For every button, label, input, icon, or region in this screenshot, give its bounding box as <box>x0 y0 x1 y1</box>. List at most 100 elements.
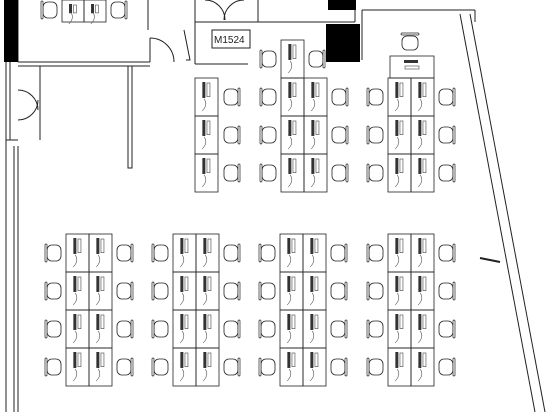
chair-back <box>151 281 155 301</box>
monitor <box>202 158 206 174</box>
desk <box>279 347 304 387</box>
desk <box>410 271 435 311</box>
chair <box>223 164 239 182</box>
keyboard <box>314 352 319 367</box>
chair-back <box>452 357 456 377</box>
desk <box>61 0 85 23</box>
chair <box>368 358 384 376</box>
chair-back <box>452 87 456 107</box>
chair-back <box>40 0 44 20</box>
cable <box>417 292 423 306</box>
desk <box>194 153 219 193</box>
keyboard <box>422 120 427 135</box>
cable <box>394 174 400 188</box>
chair-back <box>345 125 349 145</box>
chair <box>368 164 384 182</box>
wall-block <box>4 0 18 62</box>
desk <box>302 347 327 387</box>
monitor <box>287 352 291 368</box>
desk <box>389 55 435 79</box>
chair <box>153 282 169 300</box>
chair <box>438 282 454 300</box>
cable <box>394 254 400 268</box>
desk <box>195 347 220 387</box>
monitor <box>395 120 399 136</box>
keyboard <box>73 4 77 14</box>
door-swing <box>149 37 175 63</box>
desk <box>65 347 90 387</box>
chair <box>308 50 324 68</box>
cable <box>202 330 208 344</box>
monitor <box>418 82 422 98</box>
chair-back <box>44 243 48 263</box>
desk <box>303 153 328 193</box>
chair <box>153 244 169 262</box>
chair-back <box>366 319 370 339</box>
door-swing <box>17 99 39 121</box>
monitor <box>202 82 206 98</box>
chair <box>260 282 276 300</box>
cable <box>72 368 78 382</box>
chair-back <box>259 49 263 69</box>
monitor <box>418 314 422 330</box>
chair <box>260 358 276 376</box>
monitor <box>96 314 100 330</box>
monitor <box>73 314 77 330</box>
cable <box>310 136 316 150</box>
cable <box>417 368 423 382</box>
chair <box>223 244 239 262</box>
chair <box>261 50 277 68</box>
keyboard <box>207 238 212 253</box>
monitor <box>91 4 95 14</box>
monitor <box>96 238 100 254</box>
cable <box>417 174 423 188</box>
cable <box>417 254 423 268</box>
keyboard <box>95 4 99 14</box>
chair-back <box>259 125 263 145</box>
chair-back <box>237 357 241 377</box>
chair-back <box>151 319 155 339</box>
chair <box>223 88 239 106</box>
desk <box>387 347 412 387</box>
keyboard <box>207 352 212 367</box>
keyboard <box>206 158 211 173</box>
chair <box>110 1 126 19</box>
wall-marker <box>479 257 501 263</box>
keyboard <box>291 314 296 329</box>
desk <box>410 309 435 349</box>
cable <box>179 368 185 382</box>
keyboard <box>422 276 427 291</box>
keyboard <box>291 352 296 367</box>
monitor <box>288 120 292 136</box>
chair <box>438 164 454 182</box>
desk <box>280 115 305 155</box>
keyboard <box>315 158 320 173</box>
keyboard <box>77 352 82 367</box>
monitor <box>180 238 184 254</box>
chair-back <box>44 281 48 301</box>
chair-back <box>345 163 349 183</box>
monitor <box>287 276 291 292</box>
desk <box>88 271 113 311</box>
keyboard <box>399 82 404 97</box>
chair <box>438 320 454 338</box>
monitor <box>395 314 399 330</box>
chair-back <box>345 87 349 107</box>
keyboard <box>404 65 420 70</box>
keyboard <box>422 82 427 97</box>
cable <box>95 292 101 306</box>
monitor <box>418 238 422 254</box>
chair-back <box>237 163 241 183</box>
keyboard <box>292 158 297 173</box>
keyboard <box>399 158 404 173</box>
monitor <box>202 120 206 136</box>
chair-back <box>237 87 241 107</box>
chair-back <box>130 357 134 377</box>
chair-back <box>452 163 456 183</box>
desk <box>88 233 113 273</box>
chair <box>116 244 132 262</box>
cable <box>417 98 423 112</box>
chair-back <box>237 319 241 339</box>
furniture <box>40 0 456 387</box>
desk <box>410 77 435 117</box>
